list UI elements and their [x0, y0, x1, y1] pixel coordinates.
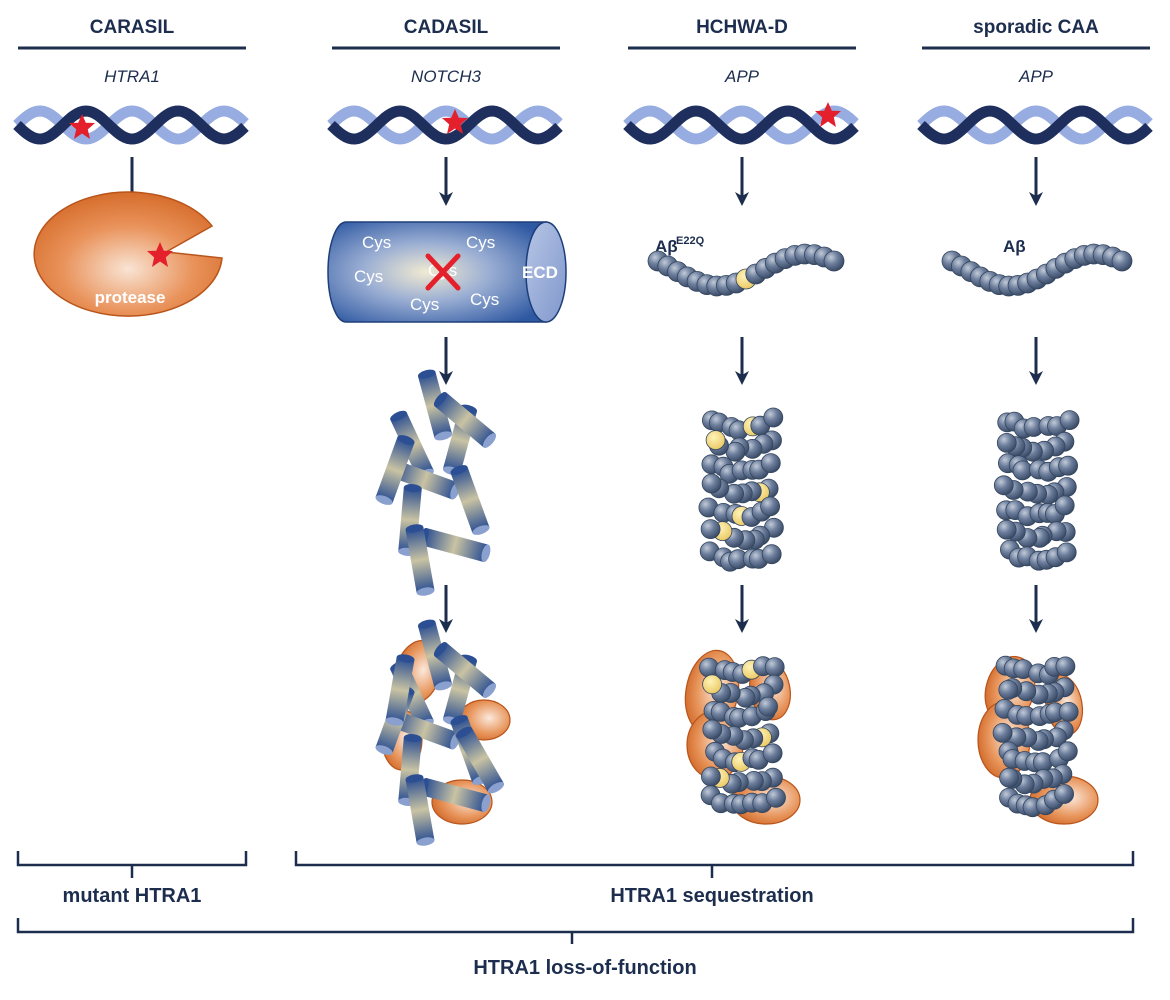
dna-helix-cadasil — [327, 105, 563, 145]
abeta-label: Aβ — [1003, 237, 1026, 256]
abeta-chain-mutant — [647, 243, 845, 297]
bracket-label-htra1-loss-of-function: HTRA1 loss-of-function — [473, 957, 696, 979]
mutant-residue-bead — [702, 674, 722, 695]
abeta-bead — [766, 787, 786, 808]
abeta-bead — [1058, 702, 1079, 722]
abeta-bead — [1033, 752, 1053, 773]
ecd-label: ECD — [522, 263, 558, 282]
protease-label: protease — [95, 288, 166, 307]
notch3-aggregate-htra1-bound — [374, 617, 511, 848]
cross-mark-icon — [425, 253, 461, 291]
bracket-label-mutant-htra1: mutant HTRA1 — [63, 885, 202, 907]
flow-arrows — [125, 157, 1043, 633]
helix-strand — [623, 105, 859, 145]
protease-shape — [33, 191, 223, 317]
column-cadasil: CADASIL NOTCH3 — [332, 17, 560, 86]
abeta-bead — [702, 719, 723, 740]
abeta-bead — [1055, 656, 1076, 677]
abeta-aggregate — [993, 410, 1080, 571]
cys-label: Cys — [470, 290, 499, 309]
notch3-aggregate — [374, 367, 499, 598]
helix-strand — [917, 105, 1153, 145]
notch3-ecd-cylinder: Cys Cys Cys Cys Cys Cys ECD — [327, 221, 567, 323]
abeta-bead — [998, 680, 1019, 700]
abeta-bead — [1054, 495, 1075, 516]
column-carasil: CARASIL HTRA1 — [18, 17, 246, 86]
column-title-cadasil: CADASIL — [404, 17, 489, 38]
abeta-bead — [1058, 455, 1078, 476]
abeta-aggregate-htra1-bound — [977, 655, 1099, 825]
abeta-bead — [701, 473, 722, 494]
cys-label: Cys — [410, 295, 439, 314]
gene-label-cadasil: NOTCH3 — [411, 67, 481, 86]
abeta-bead — [700, 519, 721, 539]
column-title-sporadic-caa: sporadic CAA — [973, 17, 1099, 38]
dna-helix-hchwa-d — [623, 102, 859, 145]
abeta-bead — [761, 544, 782, 565]
abeta-bead — [760, 496, 780, 517]
column-sporadic-caa: sporadic CAA APP — [922, 17, 1150, 86]
column-title-hchwa-d: HCHWA-D — [696, 17, 788, 38]
helix-strand — [13, 105, 249, 145]
dna-helix-carasil — [13, 105, 249, 145]
abeta-bead — [701, 766, 721, 787]
helix-strand — [623, 105, 859, 145]
gene-label-hchwa-d: APP — [724, 67, 760, 86]
bracket-mutant-htra1: mutant HTRA1 — [16, 851, 248, 907]
column-hchwa-d: HCHWA-D APP — [628, 17, 856, 86]
abeta-bead — [992, 723, 1013, 743]
abeta-bead — [823, 250, 845, 272]
helix-strand — [917, 105, 1153, 145]
abeta-bead — [1111, 250, 1133, 272]
dna-helix-sporadic-caa — [917, 105, 1153, 145]
abeta-bead — [993, 475, 1014, 496]
abeta-bead — [1056, 542, 1077, 563]
abeta-chain — [941, 243, 1133, 297]
cys-label: Cys — [466, 233, 495, 252]
notch3-ecd-rod — [449, 463, 491, 537]
cys-label: Cys — [362, 233, 391, 252]
abeta-bead — [996, 519, 1017, 540]
bracket-label-htra1-sequestration: HTRA1 sequestration — [610, 885, 813, 907]
bracket-htra1-sequestration: HTRA1 sequestration — [294, 851, 1135, 907]
abeta-e22q-aggregate — [698, 407, 784, 572]
helix-strand — [327, 105, 563, 145]
abeta-bead — [763, 407, 784, 428]
abeta-bead — [999, 767, 1019, 788]
abeta-bead — [764, 657, 785, 677]
abeta-bead — [762, 743, 783, 764]
abeta-e22q-superscript: E22Q — [676, 235, 705, 247]
column-title-carasil: CARASIL — [90, 17, 175, 38]
abeta-bead — [1057, 741, 1078, 762]
abeta-bead — [1059, 410, 1080, 431]
helix-strand — [327, 105, 563, 145]
abeta-bead — [996, 432, 1017, 453]
cys-label: Cys — [354, 267, 383, 286]
gene-label-sporadic-caa: APP — [1018, 67, 1054, 86]
mutant-residue-bead — [705, 430, 726, 451]
bracket-htra1-loss-of-function: HTRA1 loss-of-function — [16, 918, 1135, 979]
helix-strand — [13, 105, 249, 145]
abeta-bead — [760, 453, 781, 474]
abeta-bead — [1054, 784, 1074, 804]
abeta-e22q-aggregate-htra1-bound — [684, 649, 801, 825]
mutant-protease: protease — [33, 191, 223, 317]
gene-label-carasil: HTRA1 — [104, 67, 160, 86]
abeta-bead — [758, 696, 778, 717]
